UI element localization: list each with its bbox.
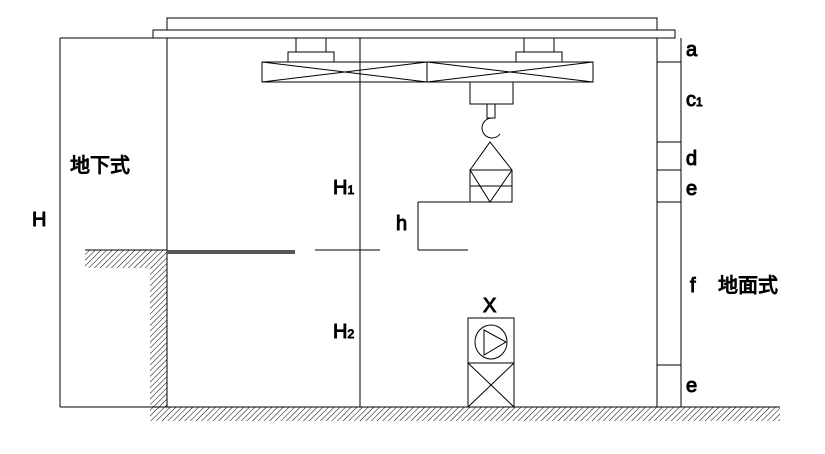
label-H: H: [32, 209, 46, 231]
right-column: [656, 38, 682, 407]
label-underground: 地下式: [70, 153, 130, 177]
hoist-hook: [469, 81, 514, 139]
crane-trolley-wheels: [287, 37, 563, 63]
label-c1: c1: [686, 89, 703, 111]
label-H2: H2: [333, 321, 354, 343]
label-e-top: e: [686, 178, 697, 200]
label-H1: H1: [333, 177, 354, 199]
suspended-load: [469, 141, 513, 203]
pump-unit: [467, 317, 515, 408]
ground-hatching: [60, 249, 780, 421]
H-dimension: [59, 37, 153, 407]
label-a: a: [686, 39, 698, 61]
crane-girder: [261, 61, 594, 83]
label-h: h: [396, 213, 407, 235]
label-f: f: [690, 275, 696, 297]
label-d: d: [686, 148, 697, 170]
label-surface: 地面式: [718, 273, 778, 297]
label-e-bottom: e: [686, 375, 697, 397]
h-dimension: [315, 201, 470, 251]
roof: [152, 17, 676, 39]
label-X: X: [483, 295, 496, 317]
